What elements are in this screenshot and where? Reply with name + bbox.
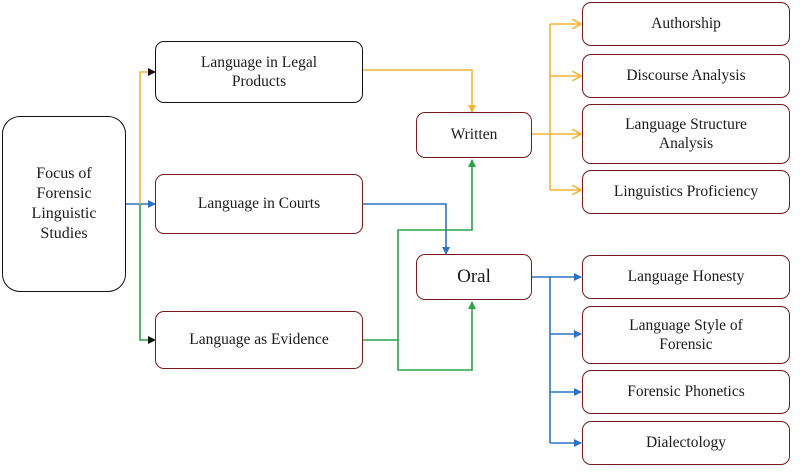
written-label: Written [450,126,498,144]
style-label: Language Style of Forensic [629,316,743,353]
phonetics-box: Forensic Phonetics [582,370,790,414]
connector-root-to-evidence [139,204,156,344]
authorship-box: Authorship [582,2,790,46]
proficiency-label: Linguistics Proficiency [613,183,759,201]
structure-box: Language Structure Analysis [582,104,790,164]
legal-products-box: Language in Legal Products [155,41,363,103]
honesty-label: Language Honesty [627,268,745,286]
connector-courts-to-oral [363,203,450,255]
discourse-box: Discourse Analysis [582,54,790,98]
dialectology-box: Dialectology [582,421,790,465]
proficiency-box: Linguistics Proficiency [582,170,790,214]
connector-root-to-legal [139,68,156,204]
connector-evidence-to-oral [397,301,476,371]
evidence-label: Language as Evidence [189,331,329,349]
oral-label: Oral [457,266,491,288]
discourse-label: Discourse Analysis [626,67,746,85]
evidence-box: Language as Evidence [155,311,363,369]
oral-connectors [532,273,582,447]
legal-products-label: Language in Legal Products [200,53,318,90]
courts-box: Language in Courts [155,174,363,234]
root-box: Focus of Forensic Linguistic Studies [2,116,126,292]
honesty-box: Language Honesty [582,255,790,299]
courts-label: Language in Courts [197,195,321,213]
mid-connectors [363,69,476,371]
written-box: Written [416,112,532,158]
structure-label: Language Structure Analysis [625,115,747,152]
connector-evidence-to-written [363,159,476,341]
root-label: Focus of Forensic Linguistic Studies [31,165,97,242]
written-connectors [532,24,581,190]
oral-box: Oral [416,254,532,300]
root-connectors [126,68,156,344]
phonetics-label: Forensic Phonetics [627,383,745,401]
connector-legal-to-written [363,69,476,113]
style-box: Language Style of Forensic [582,306,790,364]
authorship-label: Authorship [651,15,721,33]
dialectology-label: Dialectology [645,434,727,452]
